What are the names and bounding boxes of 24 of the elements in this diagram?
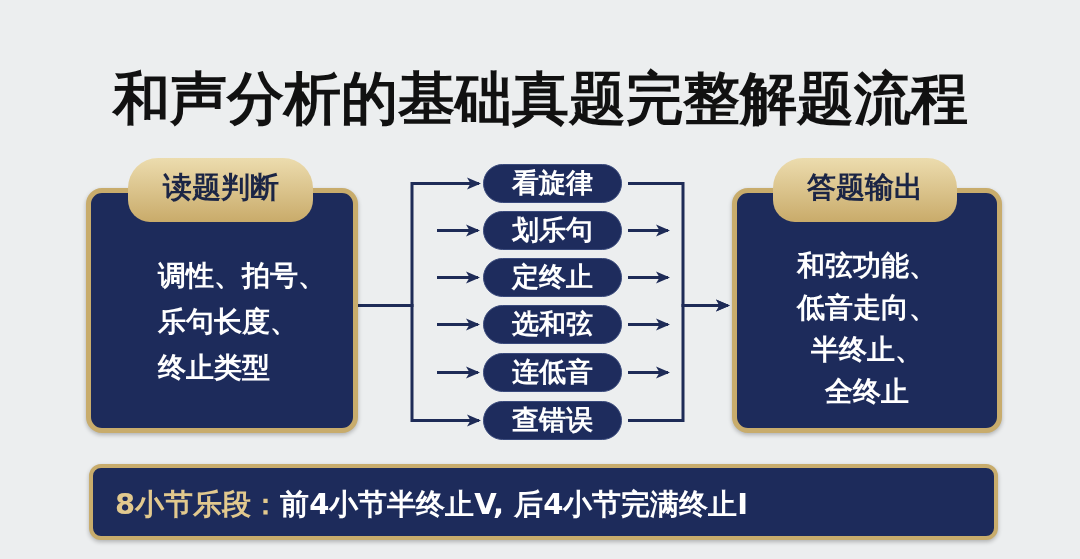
heading-tab: 读题判断 xyxy=(128,158,313,222)
arrow xyxy=(628,299,730,422)
step-pill: 看旋律 xyxy=(483,164,622,203)
banner-heading: 8小节乐段： xyxy=(115,486,281,523)
step-pill: 查错误 xyxy=(483,401,622,440)
arrow xyxy=(628,271,670,284)
body-text: 和弦功能、低音走向、半终止、全终止 xyxy=(795,248,938,410)
step-pill: 定终止 xyxy=(483,258,622,297)
step-pill: 划乐句 xyxy=(483,211,622,250)
note-banner xyxy=(89,464,998,540)
arrow xyxy=(437,318,480,331)
arrow xyxy=(628,224,670,237)
arrow xyxy=(437,271,480,284)
banner-text: 前4小节半终止V, 后4小节完满终止I xyxy=(280,486,749,523)
heading-tab: 答题输出 xyxy=(773,158,957,222)
body-text: 调性、拍号、乐句长度、终止类型 xyxy=(158,258,327,386)
arrow xyxy=(437,366,480,379)
arrow xyxy=(358,304,481,427)
step-pill: 选和弦 xyxy=(483,305,622,344)
arrow xyxy=(628,366,670,379)
step-pill: 连低音 xyxy=(483,353,622,392)
title: 和声分析的基础真题完整解题流程 xyxy=(112,64,968,133)
arrow xyxy=(437,224,480,237)
arrow xyxy=(628,318,670,331)
